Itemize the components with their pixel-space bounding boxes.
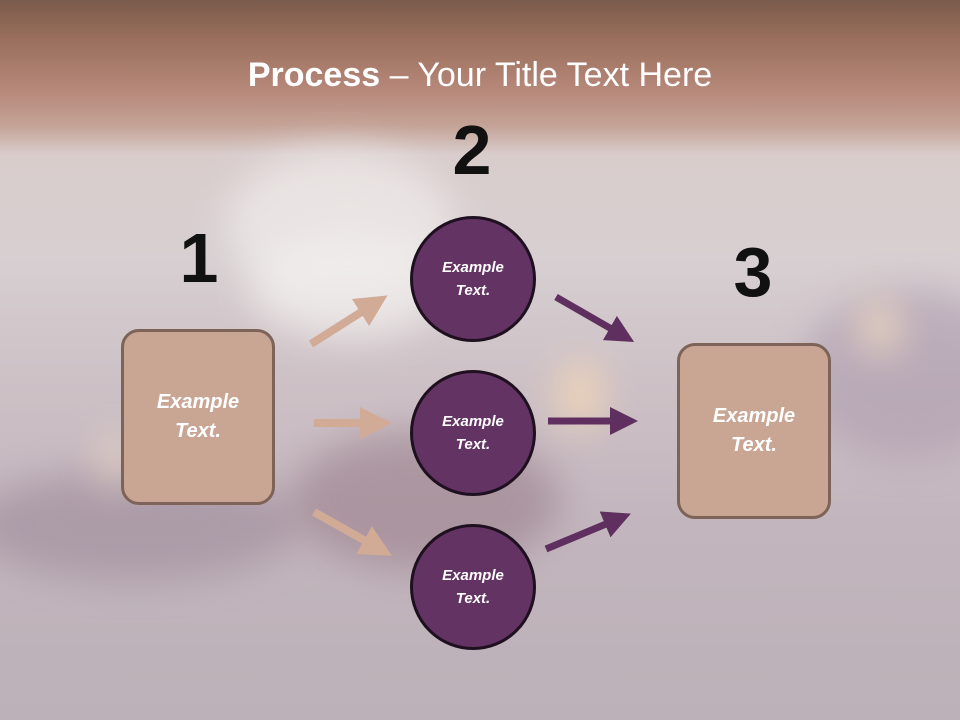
- circle-middle-text-line2: Text.: [455, 436, 491, 453]
- circle-middle-text-line1: Example: [442, 413, 504, 430]
- title-bold-part: Process: [247, 56, 381, 94]
- arrow-circle3-to-box3: [544, 511, 631, 553]
- circle-bottom-text-line2: Text.: [455, 590, 491, 607]
- step-1-text: Example Text.: [138, 388, 258, 446]
- step-number-1[interactable]: 1: [179, 219, 219, 297]
- step-3-text-line2: Text.: [731, 434, 777, 456]
- step-3-box[interactable]: Example Text.: [677, 343, 831, 519]
- circle-middle-text: Example Text.: [423, 410, 523, 456]
- step-3-text-line1: Example: [712, 405, 796, 427]
- circle-bottom-text-line1: Example: [442, 567, 504, 584]
- background-flame-glow: [860, 300, 900, 355]
- step-3-text: Example Text.: [694, 402, 814, 460]
- step-2-circle-bottom[interactable]: Example Text.: [410, 524, 536, 650]
- step-1-box[interactable]: Example Text.: [121, 329, 275, 505]
- step-number-3[interactable]: 3: [733, 233, 773, 311]
- arrow-box1-to-circle3: [312, 508, 392, 556]
- title-rest: – Your Title Text Here: [380, 56, 713, 94]
- step-number-2[interactable]: 2: [452, 111, 492, 189]
- step-2-circle-top[interactable]: Example Text.: [410, 216, 536, 342]
- circle-top-text-line2: Text.: [455, 282, 491, 299]
- step-1-text-line2: Text.: [175, 420, 221, 442]
- circle-top-text: Example Text.: [423, 256, 523, 302]
- circle-bottom-text: Example Text.: [423, 564, 523, 610]
- arrow-circle1-to-box3: [554, 293, 635, 342]
- arrow-box1-to-circle1: [308, 295, 388, 348]
- circle-top-text-line1: Example: [442, 259, 504, 276]
- slide-title[interactable]: Process – Your Title Text Here: [0, 52, 960, 98]
- step-2-circle-middle[interactable]: Example Text.: [410, 370, 536, 496]
- step-1-text-line1: Example: [156, 391, 240, 413]
